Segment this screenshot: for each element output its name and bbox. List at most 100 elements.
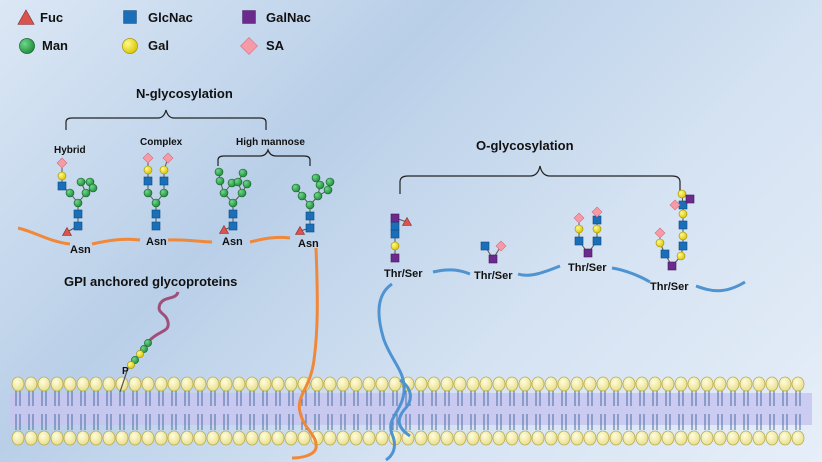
lipid-head-outer [609, 376, 623, 392]
galnac-residue [667, 261, 677, 271]
man-residue [305, 200, 315, 210]
lipid-head-inner [11, 430, 25, 446]
lipid-head-outer [414, 376, 428, 392]
glcnac-residue [390, 221, 400, 231]
lipid-head-outer [50, 376, 64, 392]
lipid-head-inner [778, 430, 792, 446]
lipid-head-outer [648, 376, 662, 392]
gal-residue [655, 238, 665, 248]
sugar-residues [56, 152, 695, 369]
lipid-head-inner [375, 430, 389, 446]
lipid-head-inner [362, 430, 376, 446]
asn-site-high-mannose-1: Asn [222, 236, 243, 248]
man-residue [19, 38, 35, 54]
high-mannose-label: High mannose [236, 137, 305, 148]
lipid-head-outer [713, 376, 727, 392]
asn-site-high-mannose-2: Asn [298, 238, 319, 250]
thr-ser-site-1: Thr/Ser [384, 268, 423, 280]
galnac-residue [390, 253, 400, 263]
lipid-head-inner [440, 430, 454, 446]
gal-residue [678, 231, 688, 241]
lipid-head-outer [479, 376, 493, 392]
lipid-head-inner [206, 430, 220, 446]
lipid-head-outer [310, 376, 324, 392]
lipid-head-inner [89, 430, 103, 446]
man-residue [238, 168, 248, 178]
lipid-head-outer [219, 376, 233, 392]
fuc-residue [17, 9, 35, 25]
glcnac-residue [480, 241, 490, 251]
lipid-head-outer [206, 376, 220, 392]
galnac-residue [488, 254, 498, 264]
glcnac-residue [305, 211, 315, 221]
thr-ser-site-2: Thr/Ser [474, 270, 513, 282]
sa-residue [142, 152, 154, 164]
lipid-head-outer [544, 376, 558, 392]
lipid-head-outer [245, 376, 259, 392]
lipid-head-outer [167, 376, 181, 392]
lipid-head-inner [648, 430, 662, 446]
man-residue [144, 339, 152, 347]
lipid-head-inner [479, 430, 493, 446]
lipid-head-outer [453, 376, 467, 392]
lipid-head-inner [37, 430, 51, 446]
transmembrane-chain-blue [377, 282, 406, 462]
lipid-head-outer [531, 376, 545, 392]
lipid-head-outer [24, 376, 38, 392]
o-glycosylation-title: O-glycosylation [476, 138, 574, 153]
lipid-head-outer [76, 376, 90, 392]
lipid-head-outer [349, 376, 363, 392]
man-residue [214, 167, 224, 177]
man-residue [311, 173, 321, 183]
lipid-head-outer [726, 376, 740, 392]
lipid-head-outer [778, 376, 792, 392]
lipid-head-inner [466, 430, 480, 446]
man-residue [228, 198, 238, 208]
thr-ser-site-3: Thr/Ser [568, 262, 607, 274]
man-residue [73, 198, 83, 208]
man-residue [297, 191, 307, 201]
man-residue [325, 177, 335, 187]
gal-residue [574, 224, 584, 234]
man-residue [237, 188, 247, 198]
gpi-title: GPI anchored glycoproteins [64, 274, 238, 289]
legend-galnac-label: GalNac [266, 10, 311, 25]
high-mannose-brace [217, 148, 311, 166]
gal-residue [390, 241, 400, 251]
lipid-head-inner [674, 430, 688, 446]
gal-residue [127, 361, 135, 369]
lipid-head-outer [89, 376, 103, 392]
lipid-head-outer [440, 376, 454, 392]
lipid-head-inner [570, 430, 584, 446]
n-glycosylation-brace [65, 109, 267, 130]
gal-residue [159, 165, 169, 175]
lipid-head-outer [180, 376, 194, 392]
complex-label: Complex [140, 137, 183, 148]
lipid-head-inner [154, 430, 168, 446]
lipid-head-outer [258, 376, 272, 392]
gpi-membrane-link [119, 367, 129, 393]
man-residue [88, 183, 98, 193]
man-residue [76, 177, 86, 187]
gal-residue [592, 224, 602, 234]
o-linked-chain [432, 264, 746, 293]
lipid-head-inner [557, 430, 571, 446]
sa-residue [654, 227, 666, 239]
lipid-head-outer [141, 376, 155, 392]
lipid-head-inner [167, 430, 181, 446]
lipid-head-inner [323, 430, 337, 446]
lipid-head-outer [505, 376, 519, 392]
lipid-head-inner [193, 430, 207, 446]
n-glycosylation-title: N-glycosylation [136, 86, 233, 101]
fuc-residue [61, 226, 73, 236]
lipid-head-outer [232, 376, 246, 392]
lipid-head-inner [128, 430, 142, 446]
glcnac-residue [143, 176, 153, 186]
glcnac-residue [151, 209, 161, 219]
lipid-head-outer [193, 376, 207, 392]
lipid-head-inner [765, 430, 779, 446]
glcnac-residue [151, 221, 161, 231]
transmembrane-loop-blue [397, 378, 412, 438]
glcnac-residue [73, 221, 83, 231]
